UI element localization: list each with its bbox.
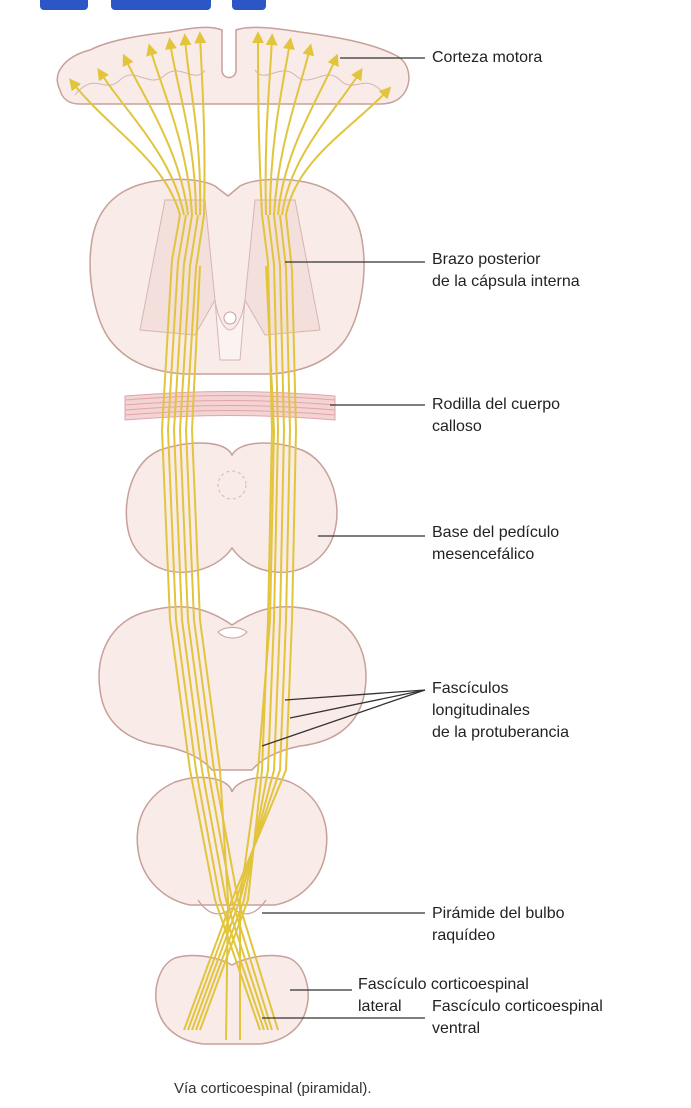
- label-pons-line2: longitudinales: [432, 700, 569, 722]
- cerebrum-section: [90, 179, 364, 374]
- medulla-section: [137, 777, 326, 913]
- label-internal-capsule: Brazo posterior de la cápsula interna: [432, 249, 580, 293]
- label-ventral-tract-line2: ventral: [432, 1018, 603, 1040]
- spinal-cord-section: [156, 956, 308, 1044]
- label-medulla-line1: Pirámide del bulbo: [432, 903, 565, 925]
- label-ventral-tract: Fascículo corticoespinal ventral: [432, 996, 603, 1040]
- midbrain-section: [126, 443, 337, 572]
- label-lateral-tract-line1: Fascículo corticoespinal: [358, 974, 529, 996]
- midbrain-outline: [126, 443, 337, 572]
- motor-cortex-section: [57, 27, 409, 104]
- pons-section: [99, 607, 366, 770]
- label-internal-capsule-line2: de la cápsula interna: [432, 271, 580, 293]
- label-pons-line1: Fascículos: [432, 678, 569, 700]
- label-corpus-callosum-line2: calloso: [432, 416, 560, 438]
- label-pons-line3: de la protuberancia: [432, 722, 569, 744]
- figure-caption: Vía corticoespinal (piramidal).: [174, 1080, 372, 1097]
- motor-cortex-outline: [57, 27, 409, 104]
- label-medulla-line2: raquídeo: [432, 925, 565, 947]
- label-pons: Fascículos longitudinales de la protuber…: [432, 678, 569, 744]
- label-corpus-callosum-line1: Rodilla del cuerpo: [432, 394, 560, 416]
- third-ventricle: [224, 312, 236, 324]
- label-ventral-tract-line1: Fascículo corticoespinal: [432, 996, 603, 1018]
- label-midbrain-line1: Base del pedículo: [432, 522, 559, 544]
- label-motor-cortex: Corteza motora: [432, 47, 542, 69]
- spinal-cord-outline: [156, 956, 308, 1044]
- corpus-callosum: [125, 392, 335, 421]
- label-corpus-callosum: Rodilla del cuerpo calloso: [432, 394, 560, 438]
- label-internal-capsule-line1: Brazo posterior: [432, 249, 580, 271]
- label-midbrain-line2: mesencefálico: [432, 544, 559, 566]
- medulla-outline: [137, 777, 326, 905]
- label-motor-cortex-text: Corteza motora: [432, 47, 542, 69]
- label-medulla: Pirámide del bulbo raquídeo: [432, 903, 565, 947]
- label-midbrain: Base del pedículo mesencefálico: [432, 522, 559, 566]
